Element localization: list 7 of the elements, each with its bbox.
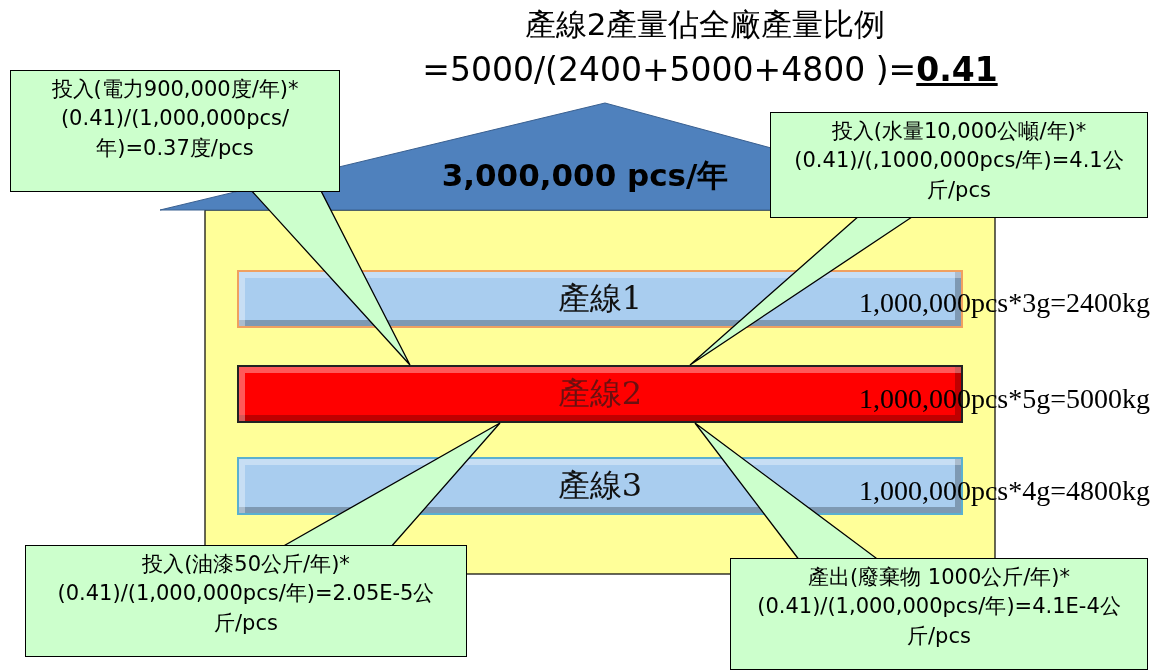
roof-text: 3,000,000 pcs/年: [440, 156, 730, 195]
callout-box: 投入(電力900,000度/年)*(0.41)/(1,000,000pcs/年)=0.37度/pcs: [10, 70, 340, 192]
title: 產線2產量佔全廠產量比例: [523, 5, 887, 44]
callout-box: 投入(水量10,000公噸/年)*(0.41)/(,1000,000pcs/年)=4.1公斤/pcs: [770, 112, 1148, 218]
callout-box: 投入(油漆50公斤/年)*(0.41)/(1,000,000pcs/年)=2.05E-5公斤/pcs: [25, 545, 467, 657]
callout-box: 產出(廢棄物 1000公斤/年)*(0.41)/(1,000,000pcs/年)=4.1E-4公斤/pcs: [730, 558, 1148, 670]
ratio-formula: =5000/(2400+5000+4800 )=0.41: [421, 50, 999, 89]
